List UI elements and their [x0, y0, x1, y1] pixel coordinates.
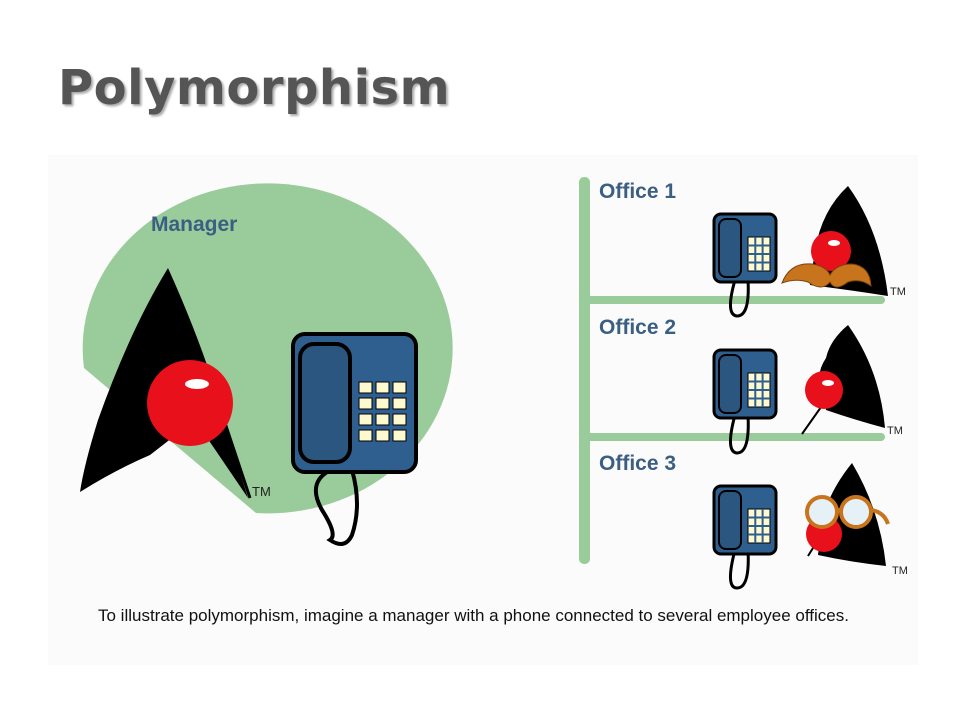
trademark-office-2: TM: [887, 425, 903, 437]
mustache-accessory: [781, 263, 872, 288]
slide-title: Polymorphism: [58, 60, 451, 116]
office-1-phone: [712, 212, 778, 318]
office-3-phone: [712, 484, 778, 590]
shelf-1: [585, 296, 885, 304]
shelf-post: [579, 177, 590, 564]
office-1-duke: [781, 186, 888, 296]
office-2-phone: [712, 348, 778, 455]
shelf-2: [585, 433, 885, 441]
trademark-manager: TM: [252, 484, 271, 499]
glasses-accessory: [805, 495, 890, 529]
office-1-label: Office 1: [599, 180, 677, 203]
caption: To illustrate polymorphism, imagine a ma…: [98, 606, 849, 625]
office-shelves: [579, 177, 885, 564]
manager-label: Manager: [151, 213, 238, 236]
office-2-duke: [801, 325, 885, 435]
office-3-label: Office 3: [599, 452, 677, 475]
office-3-duke: [805, 463, 890, 566]
office-2-label: Office 2: [599, 316, 677, 339]
manager-duke-nose: [147, 360, 233, 446]
manager-phone: [291, 332, 418, 546]
trademark-office-3: TM: [892, 565, 908, 577]
trademark-office-1: TM: [890, 286, 906, 298]
